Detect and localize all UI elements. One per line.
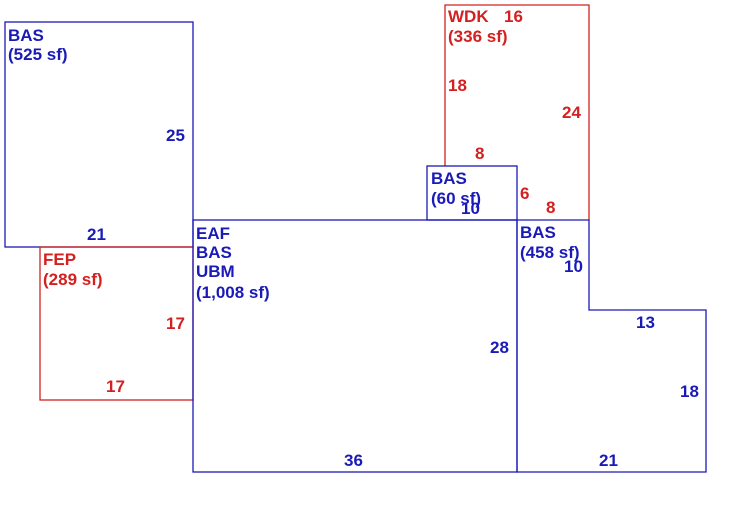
area-size-eaf: (1,008 sf) xyxy=(196,283,270,302)
dim-bas-right-right: 18 xyxy=(680,382,699,401)
area-size-bas-small: (60 sf) xyxy=(431,189,481,208)
outline-bas-right xyxy=(516,219,707,473)
dim-bas-small-bottom: 10 xyxy=(461,199,480,218)
area-name-eaf-ubm: UBM xyxy=(196,262,235,281)
outline-eaf xyxy=(192,219,518,473)
dim-fep-bottom: 17 xyxy=(106,377,125,396)
area-size-fep: (289 sf) xyxy=(43,270,103,289)
dim-bas-right-step: 13 xyxy=(636,313,655,332)
dim-eaf-bottom: 36 xyxy=(344,451,363,470)
area-size-bas-right: (458 sf) xyxy=(520,243,580,262)
dim-bas-top-left-bottom: 21 xyxy=(87,225,106,244)
area-size-wdk: (336 sf) xyxy=(448,27,508,46)
dim-wdk-step: 8 xyxy=(475,144,484,163)
area-name-fep: FEP xyxy=(43,250,76,269)
area-name-bas-small: BAS xyxy=(431,169,467,188)
area-name-eaf-bas: BAS xyxy=(196,243,232,262)
dim-wdk-stub: 6 xyxy=(520,184,529,203)
dim-wdk-right: 24 xyxy=(562,103,581,122)
dim-wdk-left: 18 xyxy=(448,76,467,95)
area-size-bas-top-left: (525 sf) xyxy=(8,45,68,64)
dim-fep-right: 17 xyxy=(166,314,185,333)
area-name-eaf: EAF xyxy=(196,224,230,243)
outline-wdk xyxy=(444,4,590,220)
dim-wdk-top: 16 xyxy=(504,7,523,26)
dim-bas-right-bottom: 21 xyxy=(599,451,618,470)
area-name-wdk: WDK xyxy=(448,7,489,26)
area-name-bas-right: BAS xyxy=(520,223,556,242)
dim-eaf-right: 28 xyxy=(490,338,509,357)
dim-bas-top-left-right: 25 xyxy=(166,126,185,145)
area-name-bas-top-left: BAS xyxy=(8,26,44,45)
dim-bas-right-top: 10 xyxy=(564,257,583,276)
dim-wdk-bottom: 8 xyxy=(546,198,555,217)
